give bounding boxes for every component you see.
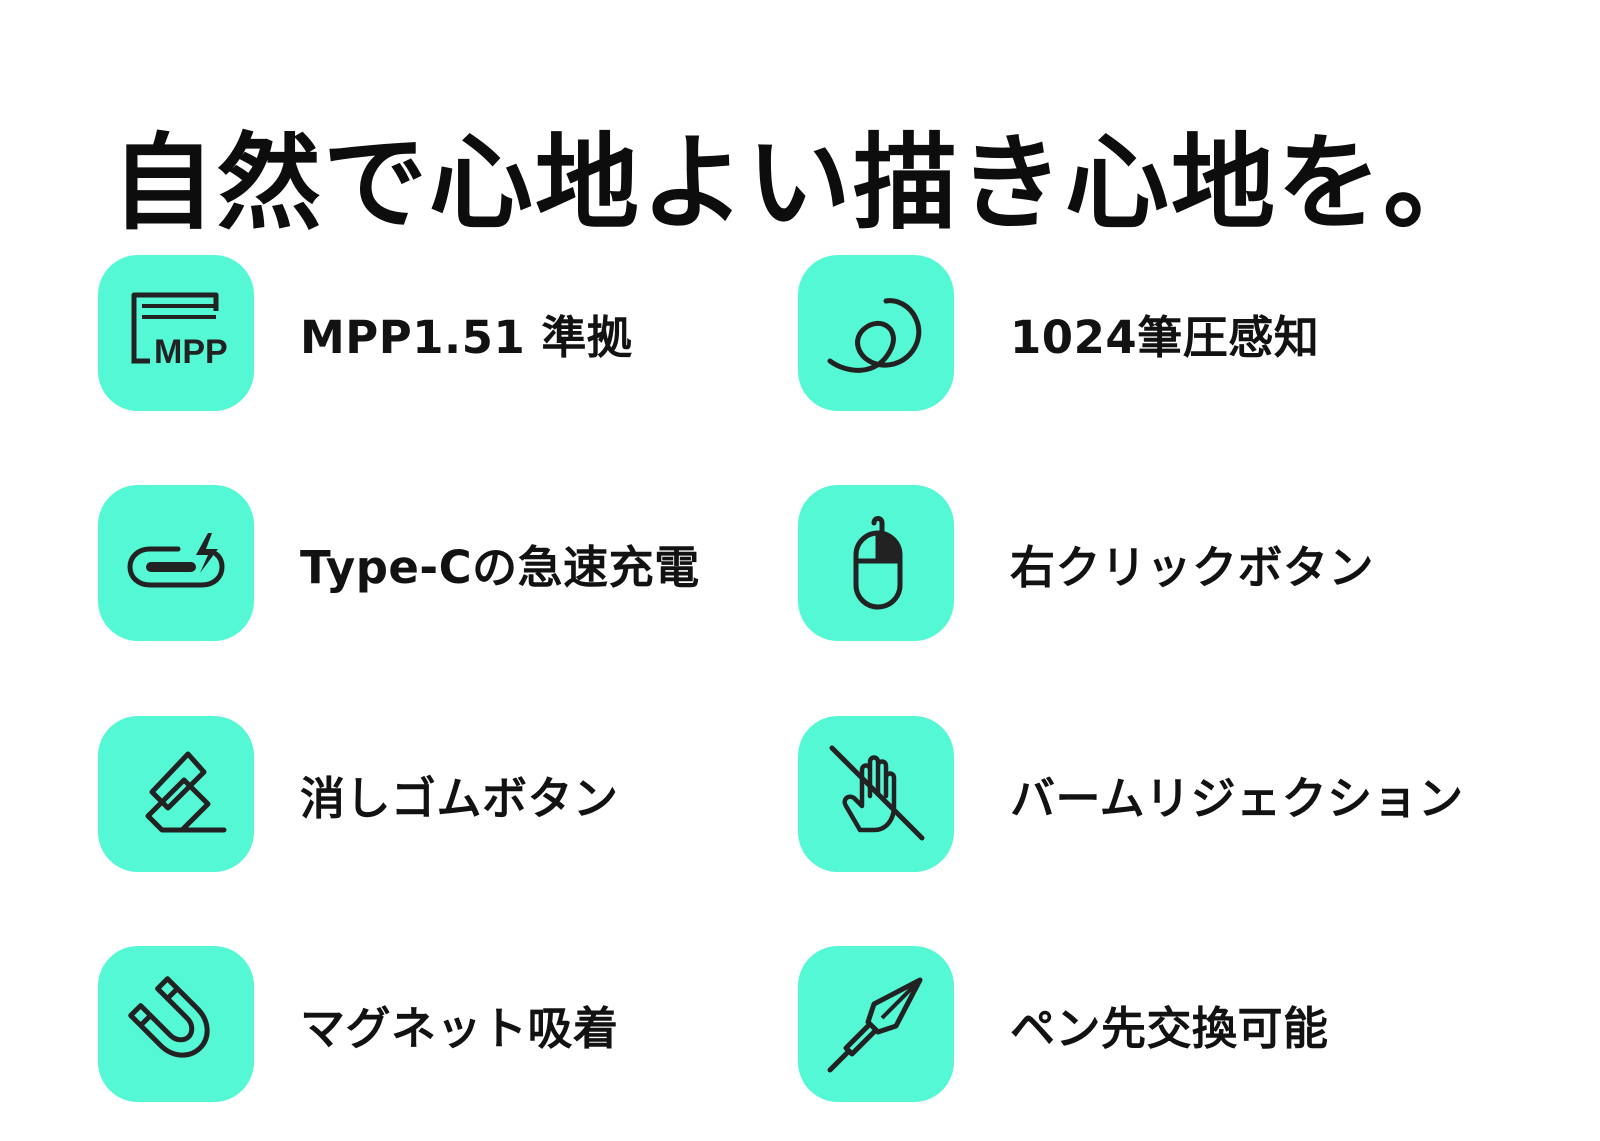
feature-eraser: 消しゴムボタン [98, 716, 619, 872]
pressure-icon-tile [798, 255, 954, 411]
pen-stroke-swirl-icon [827, 298, 922, 373]
mpp-icon-tile: MPP [98, 255, 254, 411]
mouse-icon [853, 516, 903, 610]
pen-nib-icon [827, 977, 923, 1073]
feature-nib: ペン先交換可能 [798, 946, 1329, 1102]
nib-icon-tile [798, 946, 954, 1102]
mpp-icon: MPP [131, 292, 228, 371]
palm-icon-tile [798, 716, 954, 872]
eraser-icon-tile [98, 716, 254, 872]
feature-right-click: 右クリックボタン [798, 485, 1374, 641]
feature-pressure: 1024筆圧感知 [798, 255, 1319, 411]
feature-mpp: MPP MPP1.51 準拠 [98, 255, 632, 411]
feature-label-pressure: 1024筆圧感知 [1010, 310, 1320, 364]
feature-label-nib: ペン先交換可能 [1010, 1001, 1329, 1055]
usb-c-fast-charge-icon [127, 533, 225, 588]
feature-label-magnet: マグネット吸着 [300, 1001, 619, 1055]
magnet-icon [128, 976, 210, 1058]
eraser-icon [145, 751, 227, 833]
feature-charging: Type-Cの急速充電 [98, 485, 700, 641]
right-click-icon-tile [798, 485, 954, 641]
feature-label-eraser: 消しゴムボタン [300, 771, 619, 825]
feature-label-charging: Type-Cの急速充電 [300, 540, 700, 594]
feature-label-mpp: MPP1.51 準拠 [300, 310, 633, 364]
magnet-icon-tile [98, 946, 254, 1102]
page-title: 自然で心地よい描き心地を。 [110, 121, 1489, 244]
feature-label-palm: バームリジェクション [1010, 771, 1464, 825]
feature-palm: バームリジェクション [798, 716, 1464, 872]
feature-label-right-click: 右クリックボタン [1010, 540, 1375, 594]
palm-rejection-icon [829, 745, 925, 841]
mpp-icon-text: MPP [154, 333, 228, 371]
feature-magnet: マグネット吸着 [98, 946, 619, 1102]
charging-icon-tile [98, 485, 254, 641]
